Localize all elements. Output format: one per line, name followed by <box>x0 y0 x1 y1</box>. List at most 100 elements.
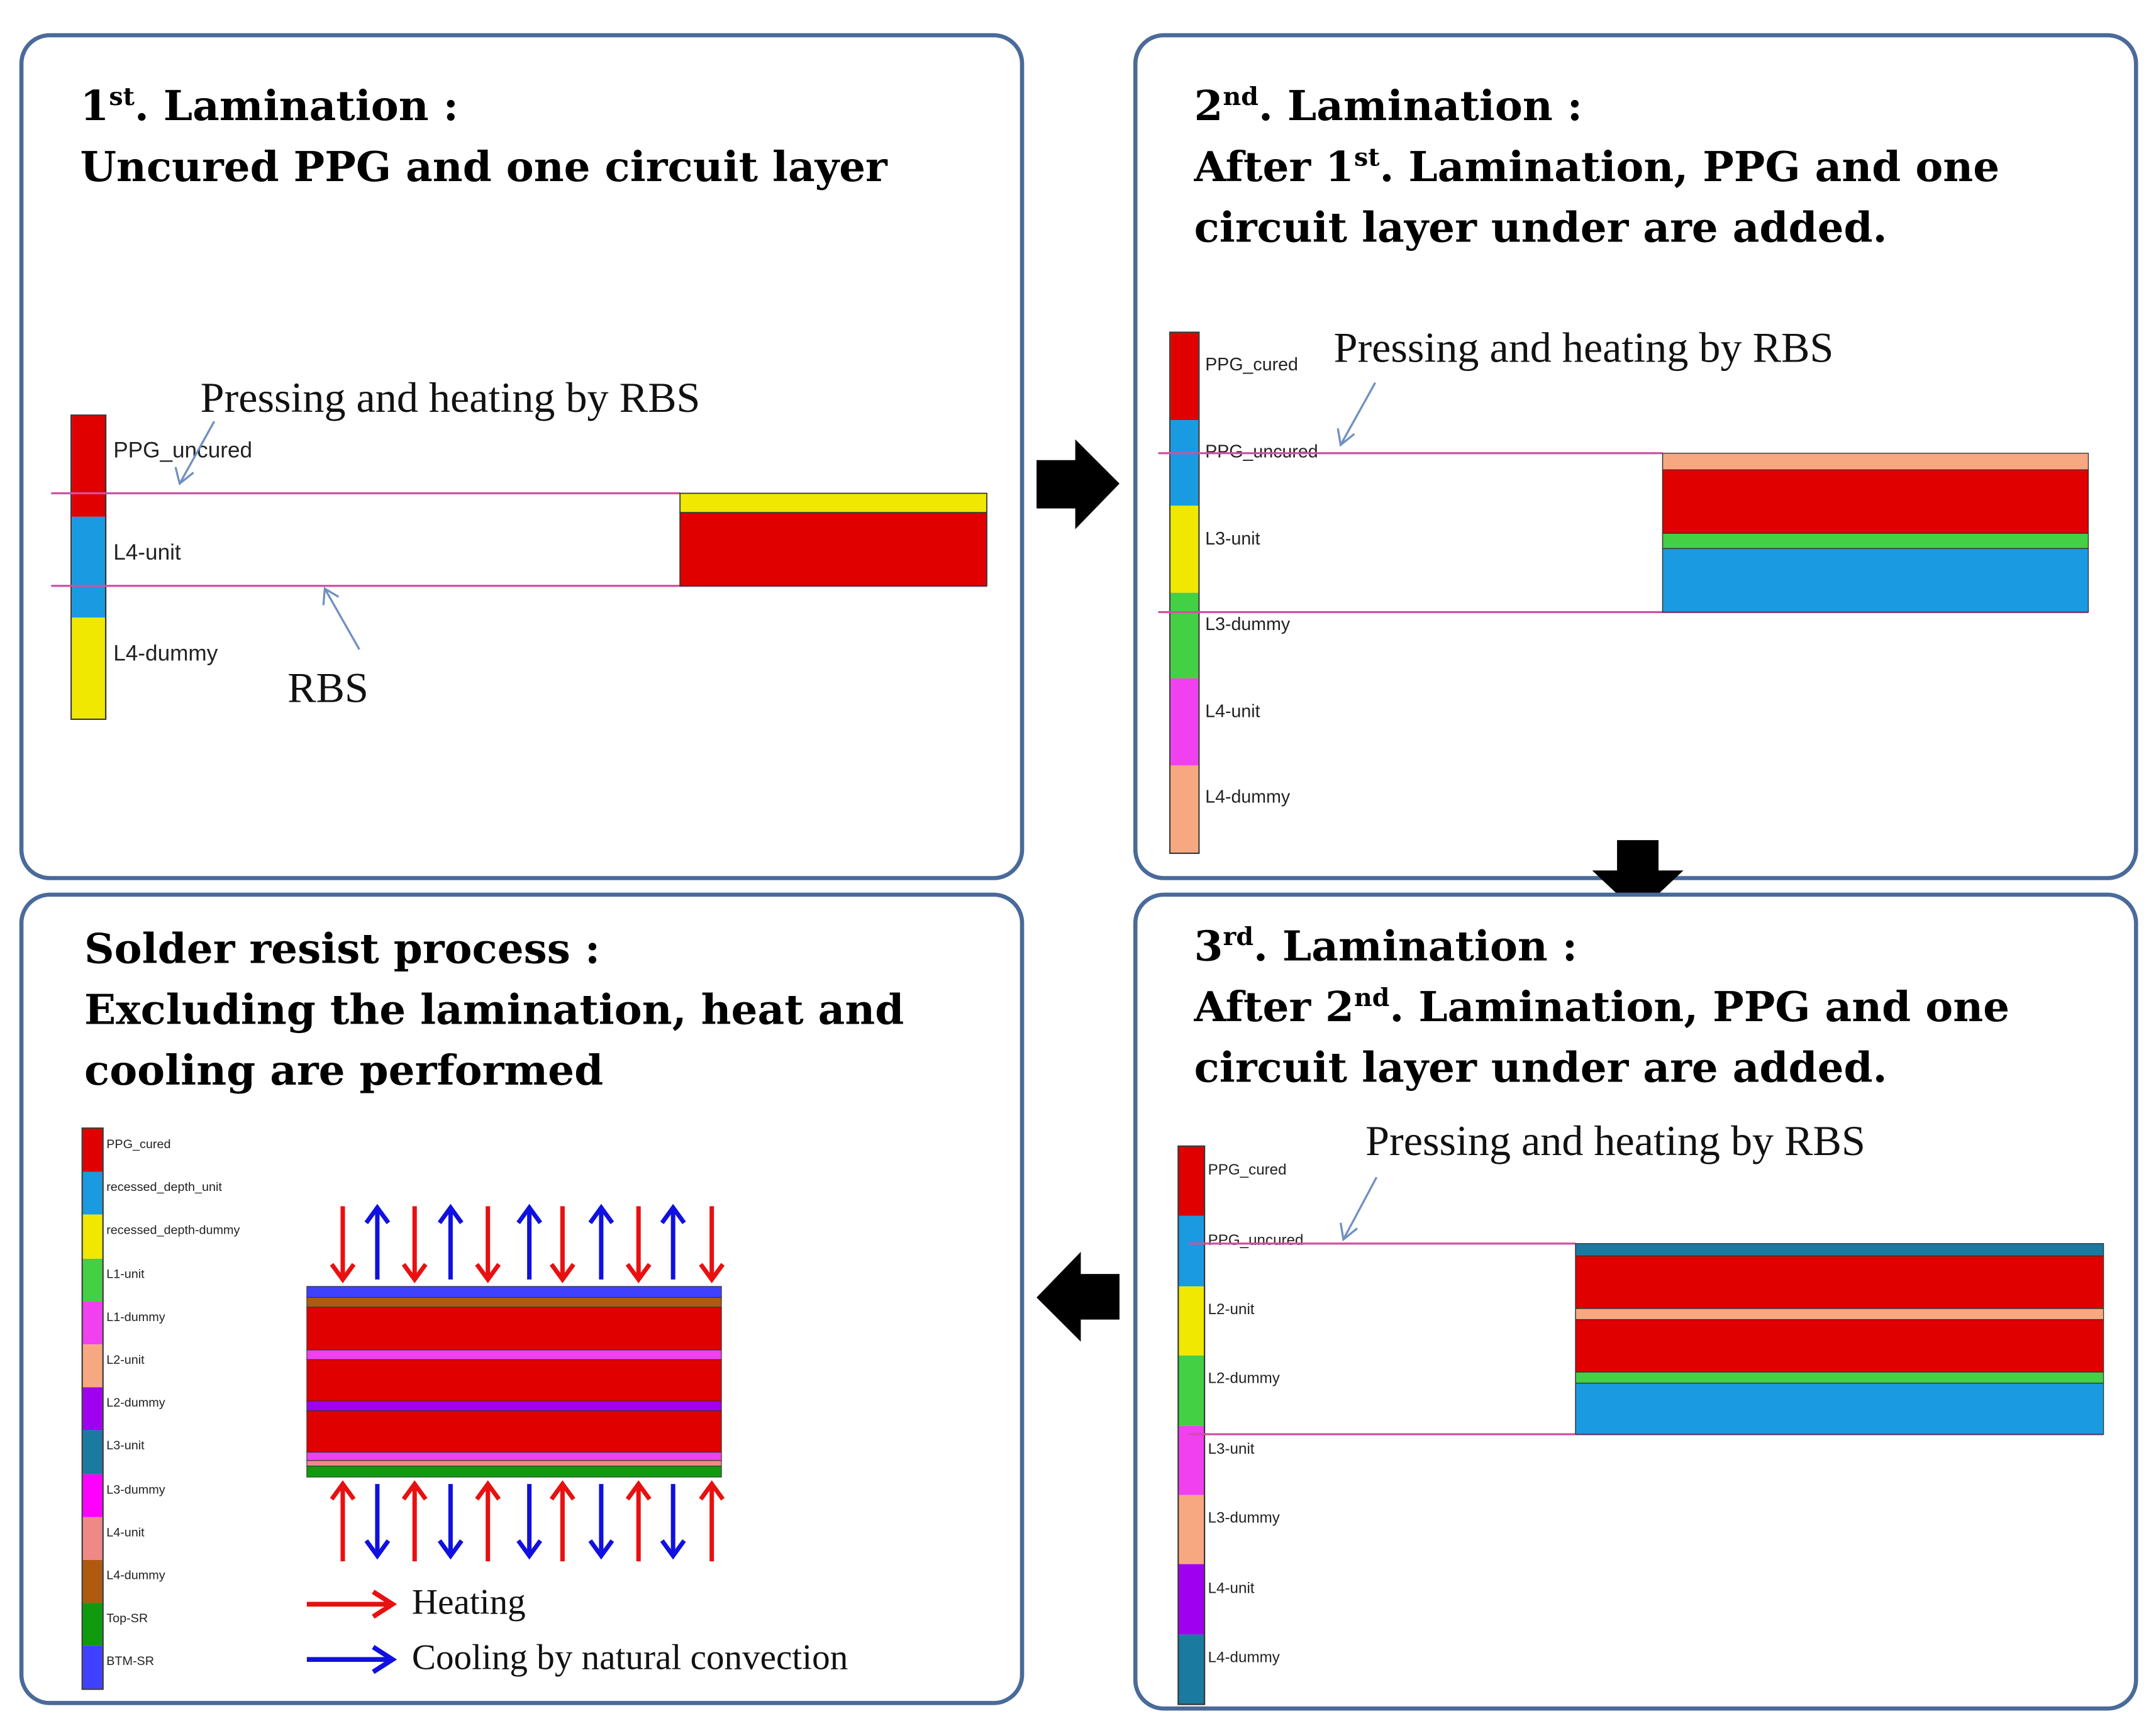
panel1-title: 1st. Lamination : Uncured PPG and one ci… <box>80 82 887 192</box>
panel2-legend-label: PPG_cured <box>1205 353 1298 375</box>
panel3-legend-label: PPG_cured <box>1208 1162 1287 1179</box>
heating-arrow <box>475 1480 501 1562</box>
legend-swatch <box>1170 506 1199 593</box>
legend-swatch <box>82 1171 103 1215</box>
legend-swatch <box>1179 1634 1204 1704</box>
panel2-pressing-annotation: Pressing and heating by RBS <box>1333 323 1834 372</box>
panel4-legend-label: L2-unit <box>106 1353 145 1367</box>
pointer-line <box>323 588 360 650</box>
cooling-arrow <box>516 1203 543 1280</box>
panel4-title: Solder resist process : Excluding the la… <box>84 926 904 1096</box>
heating-legend-arrow <box>306 1590 397 1619</box>
panel1-legend-label: PPG_uncured <box>113 439 253 463</box>
heating-arrow <box>330 1206 356 1283</box>
panel3-legend-label: L2-dummy <box>1208 1370 1280 1388</box>
panel4-legend <box>81 1127 104 1690</box>
heating-arrow <box>475 1206 501 1283</box>
panel2-legend-label: L3-dummy <box>1205 613 1291 634</box>
legend-swatch <box>82 1646 103 1689</box>
panel1-legend-label: L4-unit <box>113 541 181 565</box>
panel3-pressing-annotation: Pressing and heating by RBS <box>1365 1116 1865 1165</box>
panel4-legend-label: L1-dummy <box>106 1309 165 1324</box>
legend-swatch <box>1170 765 1199 853</box>
panel4-legend-label: Top-SR <box>106 1611 148 1625</box>
heating-arrow <box>401 1480 428 1562</box>
legend-swatch <box>82 1301 103 1345</box>
panel4-legend-label: L3-dummy <box>106 1482 165 1496</box>
legend-swatch <box>72 516 106 618</box>
panel2-legend <box>1169 331 1200 855</box>
panel4-legend-label: BTM-SR <box>106 1654 155 1669</box>
legend-swatch <box>1179 1146 1204 1217</box>
heating-arrow <box>549 1206 575 1283</box>
legend-swatch <box>82 1603 103 1647</box>
panel2-legend-label: L4-unit <box>1205 700 1260 722</box>
legend-swatch <box>1170 678 1199 766</box>
panel2-title: 2nd. Lamination : After 1st. Lamination,… <box>1194 82 2000 253</box>
heating-arrow <box>625 1206 652 1283</box>
cooling-arrow <box>437 1484 464 1560</box>
panel1-legend-label: L4-dummy <box>113 642 218 667</box>
panel2-legend-label: L3-unit <box>1205 528 1260 549</box>
legend-swatch <box>1179 1564 1204 1635</box>
panel4-legend-label: PPG_cured <box>106 1137 171 1151</box>
legend-swatch <box>82 1559 103 1603</box>
legend-swatch <box>1170 333 1199 420</box>
panel4-legend-label: L4-unit <box>106 1525 145 1539</box>
cooling-arrow <box>660 1203 686 1280</box>
cooling-legend-label: Cooling by natural convection <box>411 1637 848 1678</box>
panel4-legend-label: recessed_depth_unit <box>106 1180 222 1195</box>
panel3-legend-label: PPG_uncured <box>1208 1232 1304 1249</box>
pointer-head <box>174 467 194 486</box>
panel2-legend-label: L4-dummy <box>1205 786 1291 807</box>
panel1-pressing-annotation: Pressing and heating by RBS <box>200 373 701 422</box>
legend-swatch <box>82 1215 103 1258</box>
legend-swatch <box>82 1129 103 1172</box>
panel1-layer-ppg <box>679 492 987 514</box>
panel3-legend <box>1177 1145 1206 1705</box>
panel4-legend-label: recessed_depth-dummy <box>106 1223 240 1237</box>
legend-swatch <box>82 1344 103 1388</box>
legend-swatch <box>82 1258 103 1302</box>
panel3-title: 3rd. Lamination : After 2nd. Lamination,… <box>1194 922 2010 1093</box>
legend-swatch <box>1170 592 1199 679</box>
panel3-legend-label: L4-dummy <box>1208 1649 1280 1667</box>
legend-swatch <box>1170 419 1199 506</box>
panel1-legend <box>70 414 107 720</box>
pointer-head <box>322 587 340 606</box>
panel4-legend-label: L2-dummy <box>106 1395 165 1410</box>
cooling-legend-arrow <box>306 1645 397 1674</box>
panel3-legend-label: L4-unit <box>1208 1580 1255 1598</box>
cooling-arrow <box>588 1484 614 1560</box>
legend-swatch <box>1179 1216 1204 1286</box>
legend-swatch <box>72 617 106 719</box>
panel4-legend-label: L1-unit <box>106 1266 145 1281</box>
cooling-arrow <box>660 1484 686 1560</box>
heating-arrow <box>699 1480 725 1562</box>
legend-swatch <box>1179 1495 1204 1565</box>
legend-swatch <box>1179 1356 1204 1425</box>
panel4-legend-label: L4-dummy <box>106 1568 165 1583</box>
panel-first-lamination <box>19 33 1025 880</box>
heating-legend-label: Heating <box>411 1582 526 1622</box>
legend-swatch <box>1179 1425 1204 1495</box>
legend-swatch <box>1179 1286 1204 1356</box>
panel3-legend-label: L3-unit <box>1208 1441 1255 1458</box>
cooling-arrow <box>516 1484 543 1560</box>
panel3-legend-label: L2-unit <box>1208 1302 1255 1319</box>
heating-arrow <box>549 1480 575 1562</box>
cooling-arrow <box>364 1203 391 1280</box>
heating-arrow <box>699 1206 725 1283</box>
legend-swatch <box>82 1387 103 1431</box>
legend-swatch <box>82 1517 103 1560</box>
legend-swatch <box>82 1473 103 1517</box>
panel1-rbs-annotation: RBS <box>287 663 369 712</box>
heating-arrow <box>401 1206 428 1283</box>
pointer-line <box>179 421 216 484</box>
